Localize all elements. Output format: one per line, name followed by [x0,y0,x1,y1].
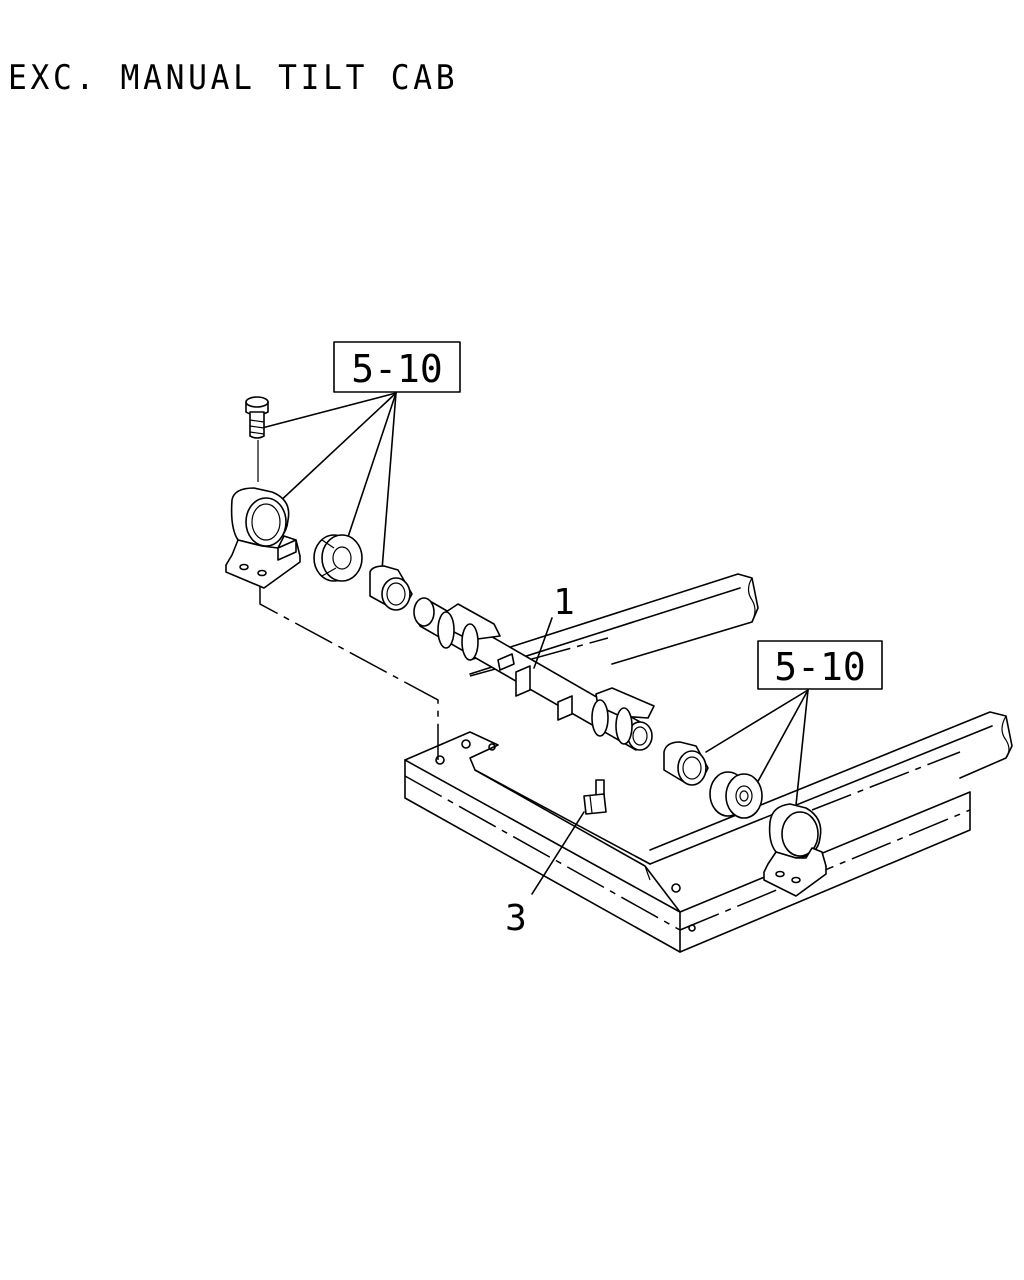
right-sleeve [663,741,709,786]
bolt [245,396,269,439]
left-rubber-bushing [313,534,363,582]
callout-leaders [531,617,585,895]
right-rubber-bushing [709,771,763,819]
grease-fitting [583,779,607,815]
cab-mount-shaft [413,597,655,751]
diagram-title: EXC. MANUAL TILT CAB [8,58,459,98]
reference-leaders [257,392,809,806]
reference-label-lower: 5-10 [774,645,866,689]
reference-box-lower: 5-10 [757,640,883,690]
reference-label-upper: 5-10 [351,347,443,391]
right-bearing-bracket [763,803,827,897]
left-bearing-bracket [225,487,301,589]
reference-box-upper: 5-10 [333,341,461,393]
frame-assembly [404,573,1013,953]
left-sleeve [369,565,413,611]
callout-label-shaft: 1 [553,582,575,623]
callout-label-fitting: 3 [505,898,527,939]
